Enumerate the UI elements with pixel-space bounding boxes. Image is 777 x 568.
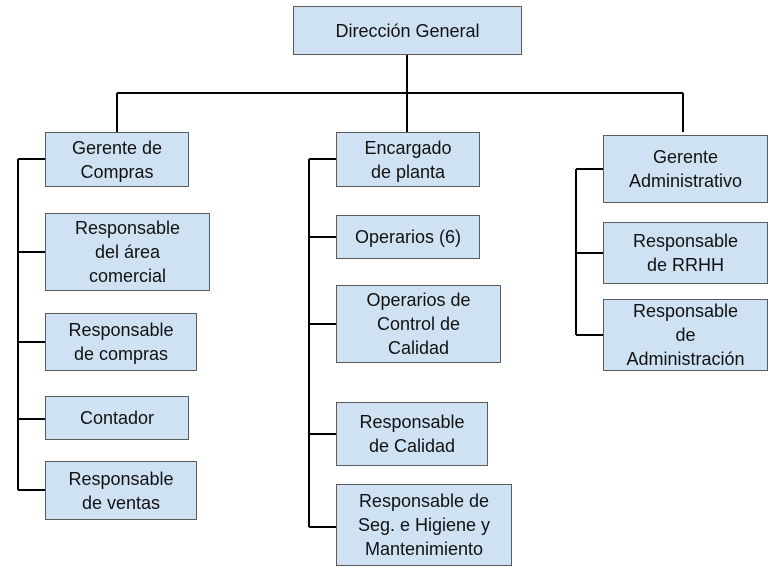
node-responsable-de-compras: Responsable de compras xyxy=(45,313,197,371)
node-responsable-de-rrhh: Responsable de RRHH xyxy=(603,222,768,284)
node-responsable-de-ventas: Responsable de ventas xyxy=(45,461,197,520)
node-direccion-general: Dirección General xyxy=(293,6,522,55)
node-contador: Contador xyxy=(45,396,189,440)
node-operarios: Operarios (6) xyxy=(336,215,480,259)
node-gerente-administrativo: Gerente Administrativo xyxy=(603,135,768,203)
node-gerente-de-compras: Gerente de Compras xyxy=(45,132,189,187)
node-responsable-area-comercial: Responsable del área comercial xyxy=(45,213,210,291)
node-responsable-de-administracion: Responsable de Administración xyxy=(603,299,768,371)
node-operarios-control-calidad: Operarios de Control de Calidad xyxy=(336,285,501,363)
node-encargado-de-planta: Encargado de planta xyxy=(336,132,480,187)
node-responsable-de-calidad: Responsable de Calidad xyxy=(336,402,488,466)
node-responsable-seg-higiene: Responsable de Seg. e Higiene y Mantenim… xyxy=(336,484,512,566)
